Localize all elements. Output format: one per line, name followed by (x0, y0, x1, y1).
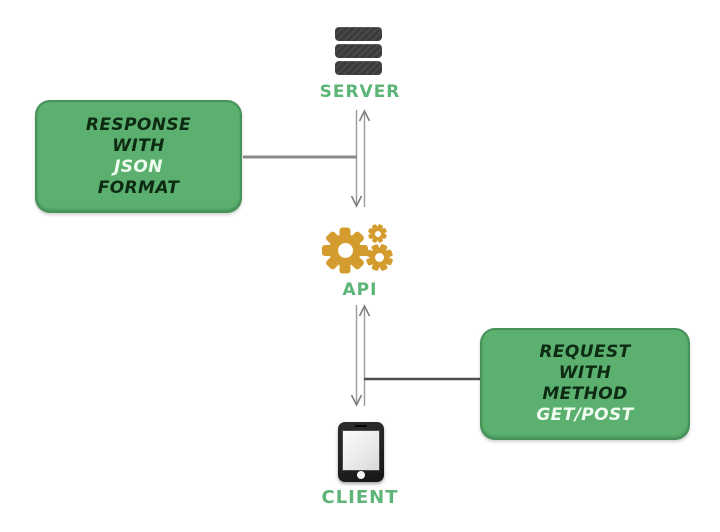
arrow-client-to-api (358, 304, 371, 406)
gear-large-icon (322, 227, 368, 273)
response-line-3: JSON (114, 156, 163, 177)
server-disk-3 (335, 61, 382, 75)
api-label: API (342, 280, 378, 300)
phone-screen (342, 430, 380, 471)
gear-small-icon (367, 223, 388, 244)
client-label: CLIENT (321, 487, 399, 508)
server-disk-1 (335, 27, 382, 41)
request-callout-box: REQUEST WITH METHOD GET/POST (480, 328, 690, 440)
response-line-4: FORMAT (97, 177, 180, 198)
smartphone-icon (338, 422, 384, 482)
phone-home-button (357, 471, 365, 479)
server-stack-icon (335, 27, 382, 75)
server-label: SERVER (319, 82, 401, 102)
arrow-api-to-server (358, 109, 371, 207)
response-line-1: RESPONSE (85, 114, 192, 135)
request-line-3: METHOD (542, 384, 628, 404)
server-disk-2 (335, 44, 382, 58)
gear-medium-icon (365, 243, 394, 272)
request-line-4: GET/POST (536, 405, 634, 425)
response-callout-box: RESPONSE WITH JSON FORMAT (35, 100, 242, 213)
phone-speaker (355, 425, 367, 427)
response-line-2: WITH (112, 135, 165, 156)
request-line-1: REQUEST (539, 342, 631, 362)
arrow-api-to-client (350, 305, 363, 407)
gears-icon (318, 221, 396, 283)
request-line-2: WITH (558, 363, 612, 383)
